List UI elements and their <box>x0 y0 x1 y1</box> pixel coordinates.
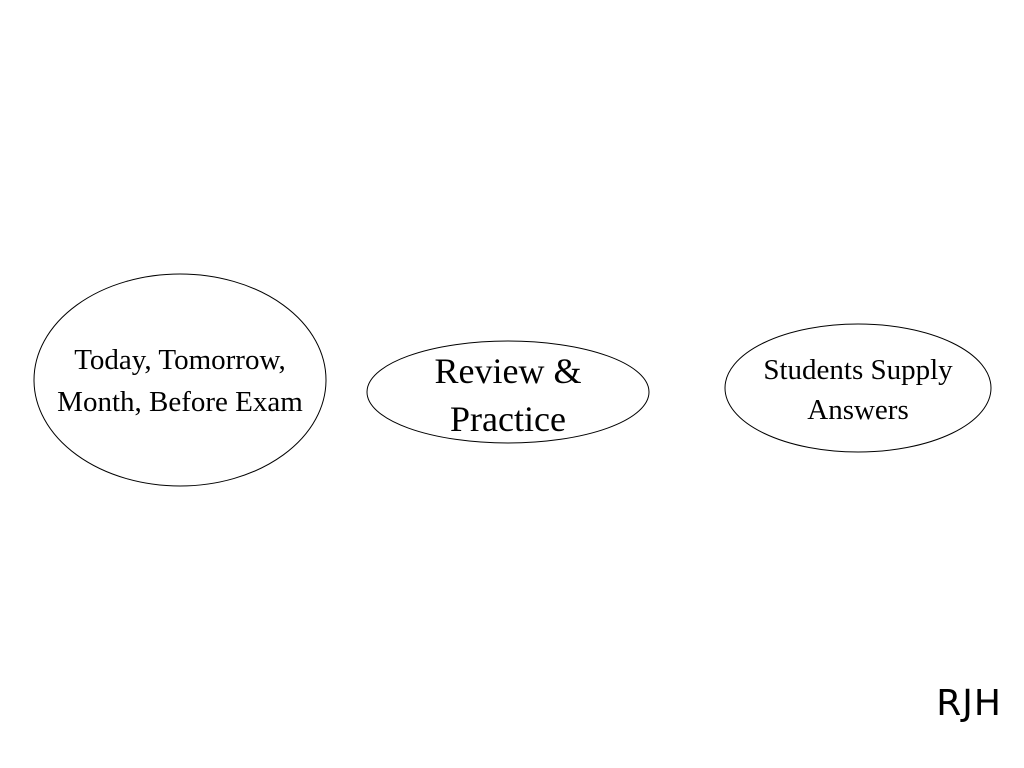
node-label-left-line-2: Month, Before Exam <box>57 386 303 418</box>
node-ellipse-left <box>33 273 327 487</box>
node-ellipse-right <box>724 323 992 453</box>
author-initials: RJH <box>936 683 1002 724</box>
node-label-right-line-1: Students Supply <box>763 354 953 386</box>
node-label-right: Students Supply Answers <box>724 350 992 430</box>
node-ellipse-center <box>366 340 650 444</box>
node-label-right-line-2: Answers <box>807 394 909 426</box>
node-label-left: Today, Tomorrow, Month, Before Exam <box>30 339 330 423</box>
node-label-left-line-1: Today, Tomorrow, <box>74 344 286 376</box>
node-label-center-line-1: Review & <box>434 351 582 391</box>
node-label-center-line-2: Practice <box>450 399 566 439</box>
node-label-center: Review & Practice <box>366 347 650 443</box>
